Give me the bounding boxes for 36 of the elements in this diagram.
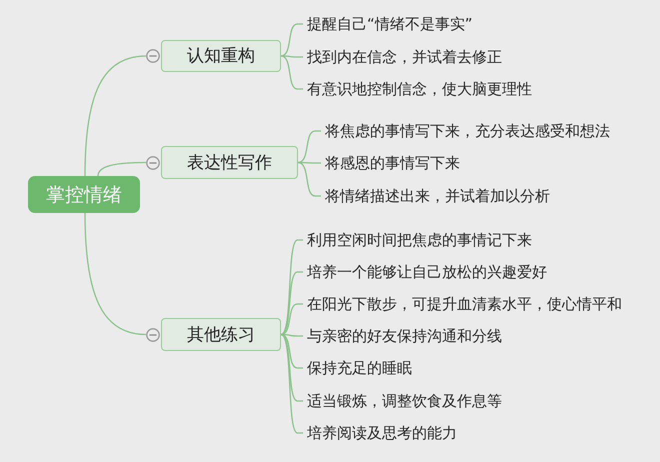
topic-box bbox=[161, 318, 281, 351]
subtopic-text: 与亲密的好友保持沟通和分线 bbox=[303, 325, 502, 347]
central-topic-label: 掌控情绪 bbox=[46, 182, 122, 206]
branch-connector bbox=[97, 162, 146, 176]
branch-connector bbox=[298, 162, 321, 197]
topic-label: 其他练习 bbox=[187, 324, 255, 346]
branch-connector bbox=[280, 23, 303, 57]
topic-label: 表达性写作 bbox=[187, 152, 272, 174]
branch-connector bbox=[280, 239, 303, 336]
branch-connector bbox=[280, 271, 303, 336]
branch-connector bbox=[281, 334, 303, 337]
branch-connector bbox=[280, 55, 303, 90]
branch-connector bbox=[298, 130, 321, 164]
branch-connector bbox=[84, 55, 146, 176]
topic-label: 认知重构 bbox=[187, 45, 255, 67]
branch-connector bbox=[298, 162, 321, 164]
subtopic-text: 有意识地控制信念，使大脑更理性 bbox=[303, 78, 532, 100]
subtopic-text: 在阳光下散步，可提升血清素水平，使心情平和 bbox=[303, 293, 622, 315]
branch-connector bbox=[281, 55, 303, 58]
subtopic-text: 利用空闲时间把焦虑的事情记下来 bbox=[303, 229, 532, 251]
central-topic-box bbox=[28, 176, 140, 213]
topic-box bbox=[161, 40, 281, 72]
topic-box bbox=[161, 146, 298, 179]
subtopic-text: 找到内在信念，并试着去修正 bbox=[303, 46, 502, 68]
subtopic-text: 适当锻炼，调整饮食及作息等 bbox=[303, 390, 502, 412]
subtopic-text: 培养一个能够让自己放松的兴趣爱好 bbox=[303, 261, 547, 283]
subtopic-text: 将情绪描述出来，并试着加以分析 bbox=[321, 185, 550, 207]
branch-connector bbox=[280, 334, 303, 434]
subtopic-text: 保持充足的睡眠 bbox=[303, 357, 412, 379]
branch-connector bbox=[280, 303, 303, 336]
subtopic-text: 将感恩的事情写下来 bbox=[321, 152, 460, 174]
subtopic-text: 培养阅读及思考的能力 bbox=[303, 422, 457, 444]
subtopic-text: 将焦虑的事情写下来，充分表达感受和想法 bbox=[321, 120, 610, 142]
branch-connector bbox=[84, 212, 146, 336]
branch-connector bbox=[280, 334, 303, 369]
subtopic-text: 提醒自己“情绪不是事实” bbox=[303, 13, 473, 35]
